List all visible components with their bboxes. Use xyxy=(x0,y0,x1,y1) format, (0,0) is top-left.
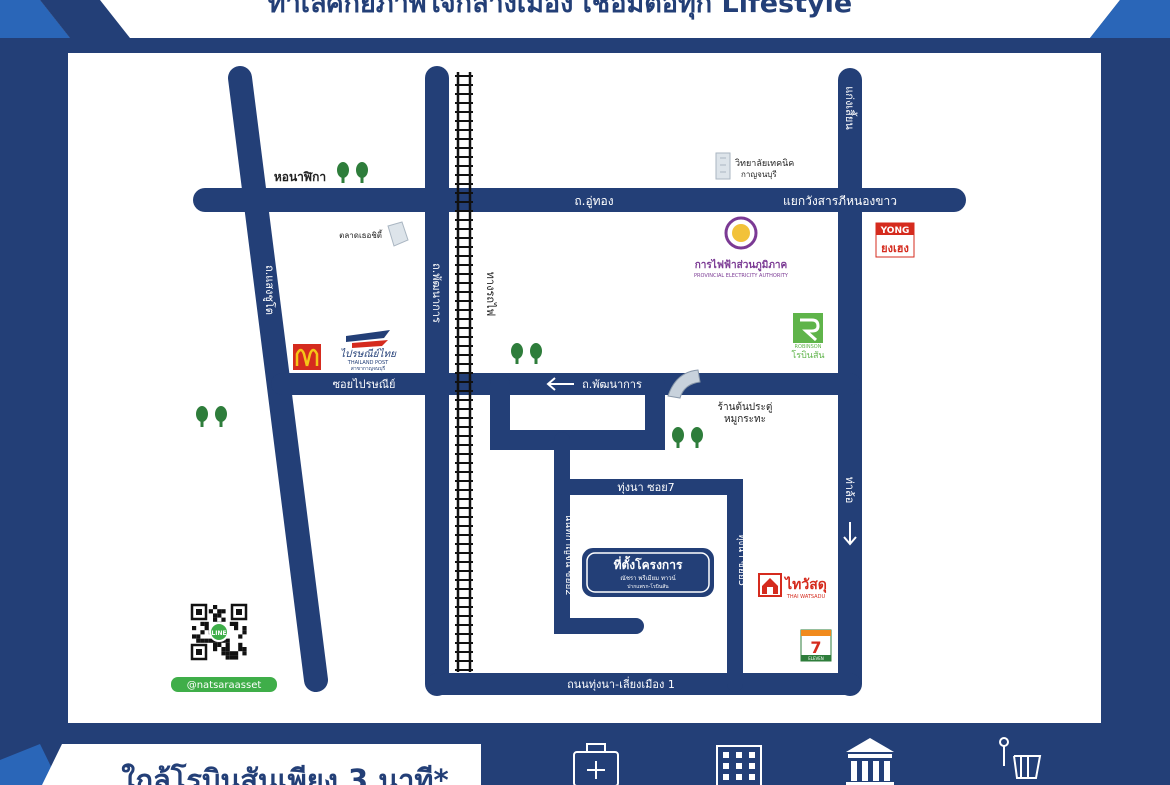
line-handle-text: @natsaraasset xyxy=(187,680,262,691)
hospital-icon xyxy=(573,743,619,785)
post-sub2: สาขากาญจนบุรี xyxy=(351,365,386,372)
road-label-right-mid: ท่าล้อ xyxy=(843,477,856,504)
road-label-railway: ทางรถไฟ xyxy=(484,272,497,317)
project-location-marker xyxy=(582,548,714,597)
road-label-soi2: นันทกาญจน์ ซอย2 xyxy=(563,514,575,595)
project-title: ที่ตั้งโครงการ xyxy=(614,555,683,572)
project-sub2: ปากแพรก-โรบินสัน xyxy=(627,583,669,590)
road-label-mid-left: ซอยไปรษณีย์ xyxy=(333,378,396,391)
road-label-center-vertical: ถ.พัฒนาการ xyxy=(430,263,443,323)
post-title: ไปรษณีย์ไทย xyxy=(340,348,397,360)
robinson-bottom: โรบินสัน xyxy=(791,350,824,361)
building-icon xyxy=(716,745,762,785)
header-banner xyxy=(0,0,1170,38)
bridge-icon xyxy=(667,369,701,399)
road-label-top: ถ.อู่ทอง xyxy=(574,194,613,209)
header-headline: ทำเลศักยภาพใจกลางเมือง เชื่อมต่อทุก Life… xyxy=(268,0,852,20)
tree-icon xyxy=(356,162,368,183)
post-sub1: THAILAND POST xyxy=(347,360,389,366)
government-icon xyxy=(846,738,894,785)
road-label-bottom: ถนนทุ่งนา-เลี่ยงเมือง 1 xyxy=(567,676,675,691)
line-qr-code-icon xyxy=(190,603,248,661)
road-label-right-top: แก่งเสี้ยน xyxy=(843,86,858,130)
railway-track xyxy=(455,72,473,672)
thai-watsadu-name: ไทวัสดุ xyxy=(783,575,827,593)
market-label: ตลาดเธอชิตี้ xyxy=(339,229,383,240)
project-sub1: ณัชรา พรีเมียม ทาวน์ xyxy=(620,574,676,582)
yong-top: YONG xyxy=(880,226,910,236)
robinson-logo-icon xyxy=(793,313,823,343)
qr-label: LINE xyxy=(211,630,226,637)
road-label-soi7: ทุ่งนา ซอย7 xyxy=(617,481,674,494)
mcdonalds-logo-icon xyxy=(293,344,321,370)
thai-watsadu-logo-icon xyxy=(758,573,782,597)
line-handle-pill[interactable] xyxy=(171,677,277,692)
robinson-top: ROBINSON xyxy=(795,344,822,350)
tree-icon xyxy=(337,162,349,183)
tree-icon xyxy=(215,406,227,427)
shop-label-2: หมูกระทะ xyxy=(724,414,766,425)
market-building-icon xyxy=(387,221,409,247)
pea-label: การไฟฟ้าส่วนภูมิภาค xyxy=(695,258,788,272)
road-loop xyxy=(490,374,665,450)
yong-bottom: ยงเฮง xyxy=(881,242,909,255)
pea-logo-icon xyxy=(724,216,758,250)
tree-icon xyxy=(530,343,542,364)
seven-eleven-logo-icon xyxy=(800,629,832,662)
tree-icon xyxy=(196,406,208,427)
pea-sub: PROVINCIAL ELECTRICITY AUTHORITY xyxy=(694,273,789,279)
road-label-left-vertical: ถ.แสงชูโต xyxy=(263,265,277,315)
tree-icon xyxy=(691,427,703,448)
college-building-icon xyxy=(715,152,731,180)
thailand-post-logo-icon xyxy=(346,330,390,348)
college-label-2: กาญจนบุรี xyxy=(741,170,777,179)
tree-icons xyxy=(196,162,703,448)
road-label-soi5: ทุ่งนา ซอย5 xyxy=(736,534,747,586)
tree-icon xyxy=(511,343,523,364)
college-label-1: วิทยาลัยเทคนิค xyxy=(735,158,794,169)
shop-label-1: ร้านต้นประตู่ xyxy=(718,401,773,413)
road-label-junction: แยกวังสารภีหนองขาว xyxy=(783,194,897,208)
seven-top: 7 xyxy=(810,638,821,657)
road-label-mid-center: ถ.พัฒนาการ xyxy=(582,378,642,391)
footer-banner xyxy=(0,744,481,785)
arrow-down-icon xyxy=(843,522,857,546)
yong-heng-logo-icon xyxy=(875,222,915,258)
seven-bottom: ELEVEN xyxy=(808,656,824,661)
road-soi-inner xyxy=(554,432,644,634)
arrow-left-icon xyxy=(546,377,574,391)
road-soi5 xyxy=(554,479,743,692)
shopping-cart-icon xyxy=(999,737,1042,779)
thai-watsadu-sub: THAI WATSADU xyxy=(786,594,826,600)
footer-headline: ใกล้โรบินสันเพียง 3 นาที* xyxy=(121,762,448,785)
road-label-clock: หอนาฬิกา xyxy=(274,170,326,184)
tree-icon xyxy=(672,427,684,448)
